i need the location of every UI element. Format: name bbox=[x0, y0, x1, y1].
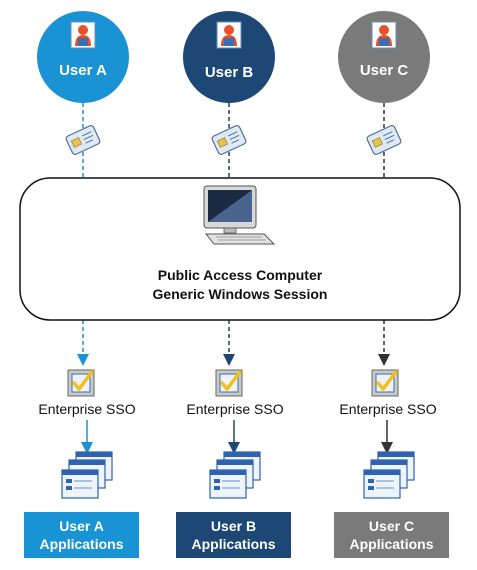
user-b-label: User B bbox=[204, 64, 254, 81]
sso-checkbox-icon bbox=[215, 369, 243, 397]
user-a-applications-box: User A Applications bbox=[24, 512, 139, 558]
user-c-label: User C bbox=[359, 62, 409, 79]
user-a-applications-line2: Applications bbox=[39, 536, 124, 552]
user-c-applications-line2: Applications bbox=[349, 536, 434, 552]
public-computer-box bbox=[19, 177, 461, 321]
user-a-applications-line1: User A bbox=[59, 518, 104, 534]
sso-label-c: Enterprise SSO bbox=[339, 401, 437, 417]
user-person-icon bbox=[70, 21, 96, 49]
user-a-circle bbox=[37, 11, 129, 103]
computer-label-line2: Generic Windows Session bbox=[152, 286, 328, 302]
user-c-circle bbox=[338, 11, 430, 103]
application-windows-icon bbox=[209, 451, 261, 499]
desktop-computer-icon bbox=[203, 185, 276, 245]
sso-checkbox-icon bbox=[67, 369, 95, 397]
user-c-applications-box: User C Applications bbox=[334, 512, 449, 558]
user-a-label: User A bbox=[59, 62, 107, 79]
sso-checkbox-icon bbox=[371, 369, 399, 397]
smart-card-icon bbox=[366, 124, 402, 156]
user-person-icon bbox=[216, 21, 242, 49]
user-b-applications-line1: User B bbox=[210, 518, 257, 534]
user-b-applications-box: User B Applications bbox=[176, 512, 291, 558]
computer-label-line1: Public Access Computer bbox=[157, 267, 323, 283]
sso-label-a: Enterprise SSO bbox=[38, 401, 136, 417]
application-windows-icon bbox=[363, 451, 415, 499]
sso-label-b: Enterprise SSO bbox=[186, 401, 284, 417]
application-windows-icon bbox=[61, 451, 113, 499]
user-b-circle bbox=[183, 11, 275, 103]
user-c-applications-line1: User C bbox=[368, 518, 415, 534]
user-b-applications-line2: Applications bbox=[191, 536, 276, 552]
smart-card-icon bbox=[211, 124, 247, 156]
smart-card-icon bbox=[65, 124, 101, 156]
user-person-icon bbox=[371, 21, 397, 49]
